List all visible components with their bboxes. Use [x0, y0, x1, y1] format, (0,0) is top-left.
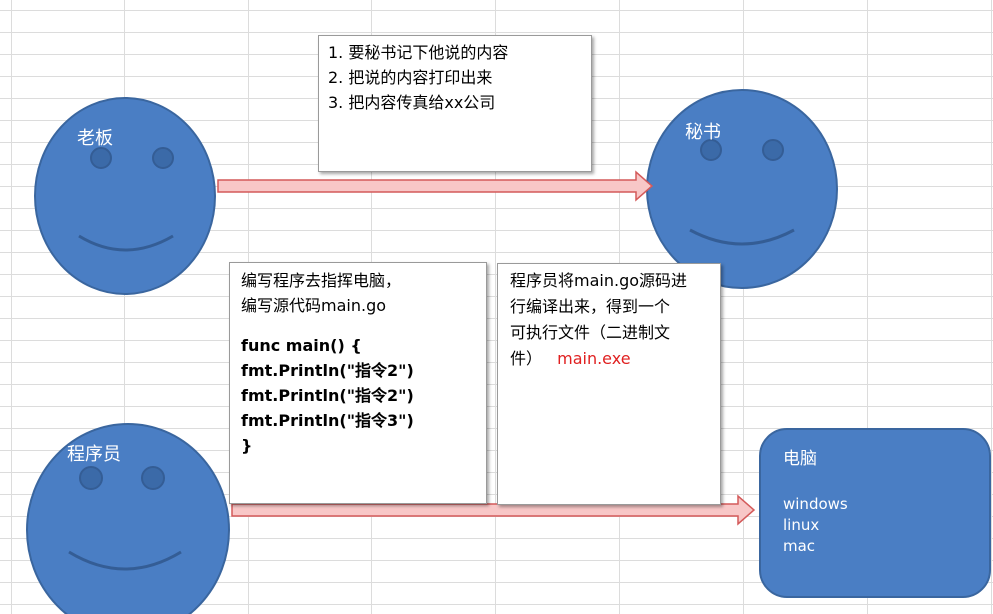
code-line: fmt.Println("指令2"): [241, 361, 414, 380]
instruction-line: 1. 要秘书记下他说的内容: [328, 43, 509, 62]
code-line: fmt.Println("指令2"): [241, 386, 414, 405]
compile-line: 行编译出来，得到一个: [510, 297, 671, 316]
code-line: fmt.Println("指令3"): [241, 411, 414, 430]
boss-instructions-box: 1. 要秘书记下他说的内容 2. 把说的内容打印出来 3. 把内容传真给xx公司: [318, 35, 592, 172]
boss-label: 老板: [77, 128, 113, 149]
code-intro-line: 编写程序去指挥电脑，: [241, 271, 402, 290]
compile-explanation-box: 程序员将main.go源码进 行编译出来，得到一个 可执行文件（二进制文 件） …: [497, 263, 721, 505]
computer-box: 电脑 windows linux mac: [759, 428, 991, 598]
programmer-face-circle: [26, 423, 230, 614]
computer-title: 电脑: [783, 449, 817, 469]
instruction-line: 3. 把内容传真给xx公司: [328, 93, 496, 112]
programmer-left-eye: [79, 466, 103, 490]
os-item: windows: [783, 495, 848, 513]
programmer-label: 程序员: [67, 444, 121, 465]
os-item: mac: [783, 537, 816, 555]
exe-filename: main.exe: [557, 349, 631, 368]
secretary-smile: [689, 228, 795, 246]
compile-line: 程序员将main.go源码进: [510, 271, 688, 290]
boss-face-circle: [34, 97, 216, 295]
programmer-right-eye: [141, 466, 165, 490]
source-code-box: 编写程序去指挥电脑， 编写源代码main.go func main() { fm…: [229, 262, 487, 504]
compile-last-line: 件） main.exe: [510, 346, 720, 372]
instruction-line: 2. 把说的内容打印出来: [328, 68, 493, 87]
boss-smiley-face: [34, 97, 216, 295]
os-item: linux: [783, 516, 820, 534]
compile-line: 可执行文件（二进制文: [510, 323, 671, 342]
secretary-right-eye: [762, 139, 784, 161]
os-list: windows linux mac: [783, 494, 848, 557]
code-intro-line: 编写源代码main.go: [241, 296, 387, 315]
secretary-face-circle: [646, 89, 838, 289]
boss-right-eye: [152, 147, 174, 169]
programmer-smiley-face: [26, 423, 230, 614]
secretary-label: 秘书: [685, 122, 721, 143]
programmer-smile: [68, 550, 182, 571]
code-line: func main() {: [241, 336, 362, 355]
compile-line-prefix: 件）: [510, 349, 543, 368]
secretary-smiley-face: [646, 89, 838, 289]
code-line: }: [241, 436, 253, 455]
boss-smile: [78, 234, 174, 252]
boss-left-eye: [90, 147, 112, 169]
secretary-left-eye: [700, 139, 722, 161]
